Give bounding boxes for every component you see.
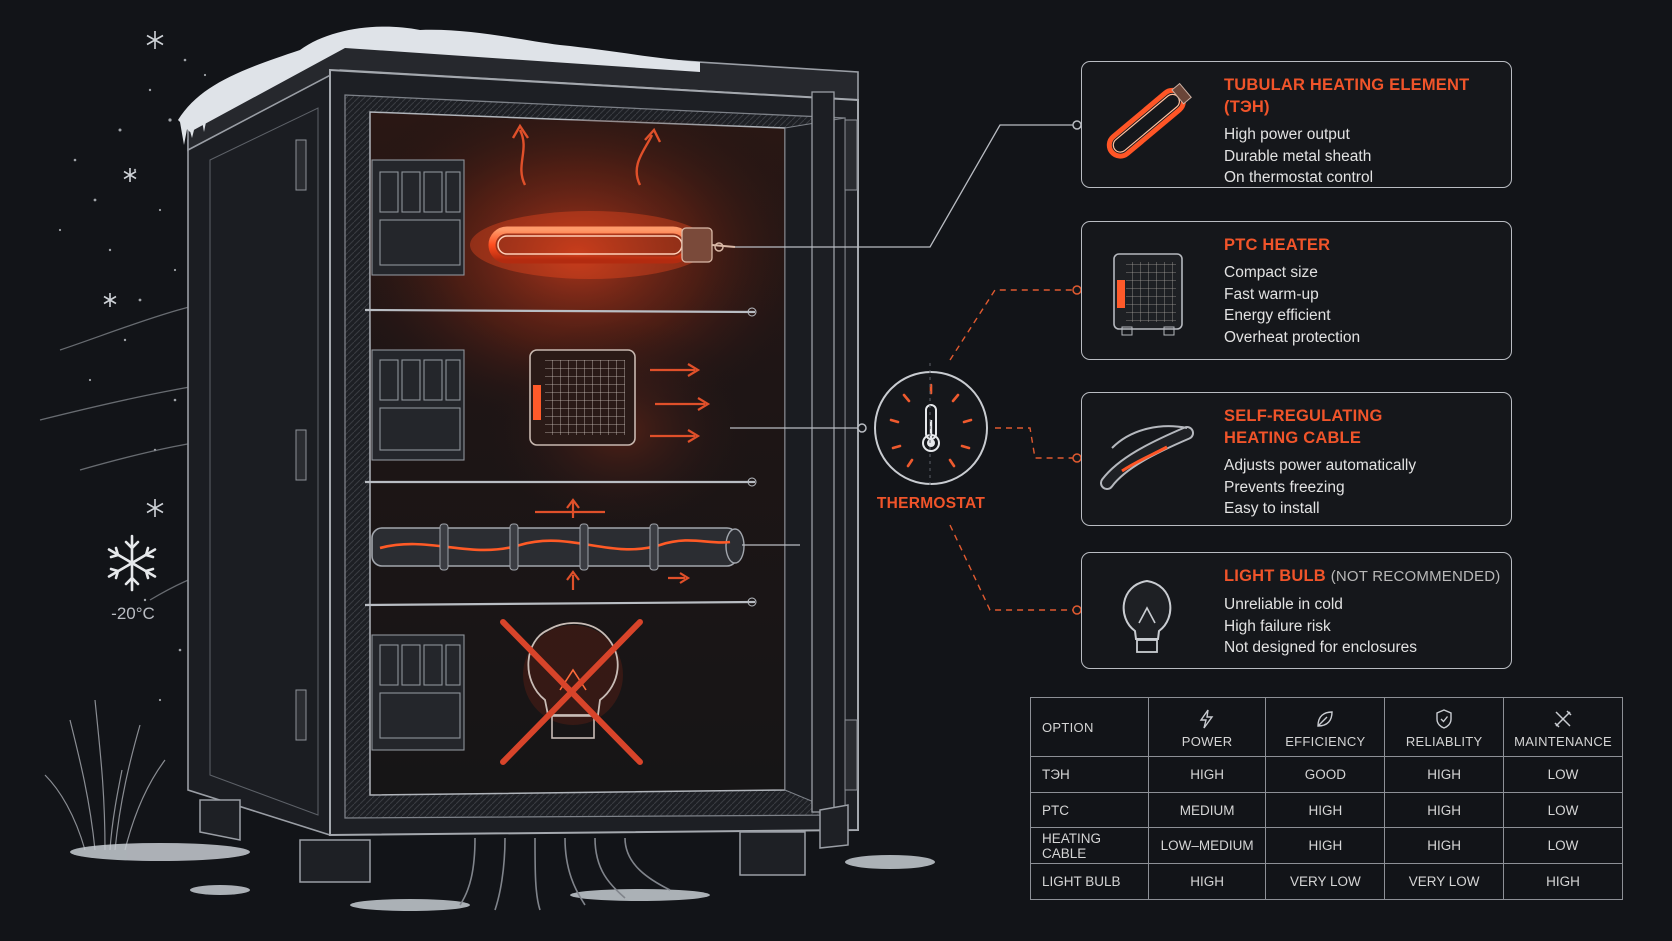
lightning-icon: [1199, 709, 1214, 729]
header-label: RELIABLITY: [1405, 734, 1483, 749]
header-power: POWER: [1147, 697, 1267, 757]
card-title: TUBULAR HEATING ELEMENT (ТЭН): [1224, 76, 1470, 116]
card-line: High power output: [1224, 126, 1350, 143]
card-self-regulating-cable: SELF-REGULATING HEATING CABLE Adjusts po…: [1081, 392, 1512, 526]
header-label: EFFICIENCY: [1285, 734, 1366, 749]
table-row: ТЭН HIGH GOOD HIGH LOW: [1030, 756, 1623, 793]
header-label: MAINTENANCE: [1514, 734, 1612, 749]
table-cell: MEDIUM: [1147, 791, 1267, 829]
table-cell: LOW: [1503, 827, 1623, 865]
table-cell: LOW: [1503, 756, 1623, 793]
table-cell: HEATING CABLE: [1030, 827, 1149, 865]
outside-temperature: -20°C: [111, 604, 155, 623]
card-title-second-line: HEATING CABLE: [1224, 429, 1362, 447]
table-cell: LOW: [1503, 791, 1623, 829]
table-cell: HIGH: [1384, 791, 1505, 829]
table-cell: HIGH: [1384, 827, 1505, 865]
table-cell: ТЭН: [1030, 756, 1149, 793]
connector-lines: [730, 120, 1082, 615]
snowflake-icons: [103, 31, 164, 517]
header-reliability: RELIABLITY: [1384, 697, 1505, 757]
circuit-breakers: [371, 159, 465, 751]
table-cell: HIGH: [1265, 791, 1386, 829]
thermostat-label: THERMOSTAT: [876, 495, 986, 512]
table-cell: PTC: [1030, 791, 1149, 829]
snowflake-icon: [107, 534, 157, 592]
header-option: OPTION: [1030, 697, 1149, 757]
tools-icon: [1554, 710, 1572, 728]
card-light-bulb: LIGHT BULB (NOT RECOMMENDED) Unreliable …: [1081, 552, 1512, 669]
heat-arrows-top: [511, 123, 662, 186]
header-maintenance: MAINTENANCE: [1503, 697, 1623, 757]
card-line: High failure risk: [1224, 617, 1331, 635]
card-title: SELF-REGULATING: [1224, 407, 1383, 425]
table-cell: HIGH: [1147, 863, 1267, 900]
light-bulb-icon: [1122, 579, 1172, 653]
table-cell: HIGH: [1384, 756, 1505, 793]
card-subtitle: (NOT RECOMMENDED): [1330, 568, 1501, 585]
table-cell: LIGHT BULB: [1030, 863, 1149, 900]
heating-cable-icon: [1100, 425, 1194, 490]
heated-pipe: [371, 523, 745, 571]
card-title: LIGHT BULB: [1224, 567, 1326, 585]
card-line: Unreliable in cold: [1224, 596, 1343, 613]
card-line: Compact size: [1224, 264, 1318, 281]
light-bulb-crossed: [500, 619, 643, 765]
table-cell: HIGH: [1147, 756, 1267, 793]
card-line: Prevents freezing: [1224, 478, 1345, 496]
comparison-table: OPTION POWER EFFICIENCY RELIABLITY MAINT…: [1030, 697, 1623, 900]
header-efficiency: EFFICIENCY: [1265, 697, 1386, 757]
table-cell: HIGH: [1265, 827, 1386, 865]
card-ptc-heater: PTC HEATER Compact size Fast warm-up Ene…: [1081, 221, 1512, 360]
ptc-heater-icon: [1113, 253, 1183, 336]
heat-arrows-ptc: [650, 363, 711, 443]
card-tubular-heating-element: TUBULAR HEATING ELEMENT (ТЭН) High power…: [1081, 61, 1512, 188]
ptc-heater: [529, 349, 636, 446]
table-header-row: OPTION POWER EFFICIENCY RELIABLITY MAINT…: [1030, 697, 1623, 757]
tubular-heater-icon: [1106, 82, 1192, 159]
thermostat-icon: [874, 371, 988, 485]
card-line: Energy efficient: [1224, 307, 1331, 324]
table-cell: LOW–MEDIUM: [1147, 827, 1267, 865]
enclosure-cabinet: [178, 26, 859, 911]
card-line: Adjusts power automatically: [1224, 457, 1417, 474]
heat-arrows-cable: [535, 498, 691, 590]
card-line: Durable metal sheath: [1224, 147, 1372, 165]
table-cell: GOOD: [1265, 756, 1386, 793]
table-row: LIGHT BULB HIGH VERY LOW VERY LOW HIGH: [1030, 863, 1623, 900]
table-cell: VERY LOW: [1265, 863, 1386, 900]
card-title: PTC HEATER: [1224, 236, 1331, 254]
shield-icon: [1436, 709, 1452, 729]
ground-snow: [70, 843, 935, 911]
leaf-icon: [1317, 711, 1334, 727]
card-line: Fast warm-up: [1224, 285, 1319, 303]
grass: [44, 699, 166, 851]
cabinet-feet: [199, 799, 849, 883]
card-line: On thermostat control: [1224, 169, 1374, 186]
table-cell: VERY LOW: [1384, 863, 1505, 900]
table-row: PTC MEDIUM HIGH HIGH LOW: [1030, 791, 1623, 829]
cables: [459, 837, 671, 911]
table-row: HEATING CABLE LOW–MEDIUM HIGH HIGH LOW: [1030, 827, 1623, 865]
table-cell: HIGH: [1503, 863, 1623, 900]
card-line: Not designed for enclosures: [1224, 639, 1418, 656]
header-label: POWER: [1181, 734, 1233, 749]
card-line: Overheat protection: [1224, 328, 1361, 346]
card-line: Easy to install: [1224, 500, 1320, 517]
tubular-heating-element: [470, 211, 736, 279]
